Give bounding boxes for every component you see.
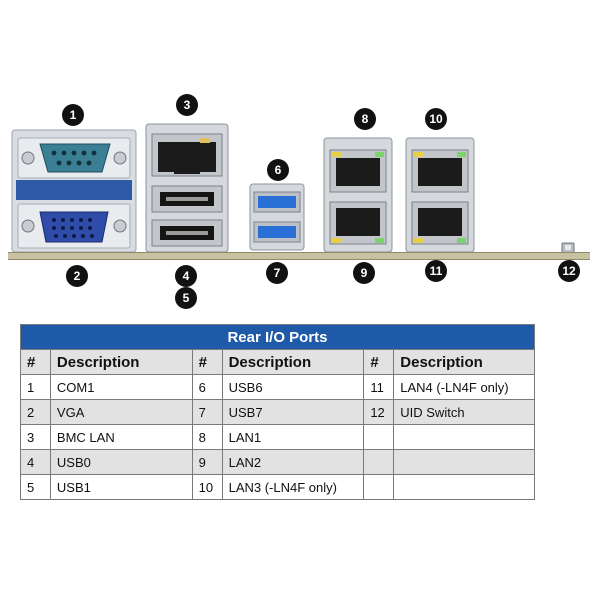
table-cell: 2: [20, 399, 51, 425]
column-header: Description: [393, 349, 535, 375]
callout-12: 12: [558, 260, 580, 282]
lan1-lan2-stack: [323, 137, 393, 253]
lan3-lan4-stack: [405, 137, 475, 253]
table-cell: [393, 474, 535, 500]
column-header: #: [191, 349, 223, 375]
table-cell: LAN1: [221, 424, 365, 450]
table-cell: VGA: [49, 399, 193, 425]
callout-11: 11: [425, 260, 447, 282]
callout-9: 9: [353, 262, 375, 284]
rear-io-table: Rear I/O Ports # Description # Descripti…: [20, 324, 535, 500]
callout-8: 8: [354, 108, 376, 130]
bmc-usb-stack: [145, 123, 229, 253]
rj45-port-icon: [151, 133, 223, 177]
table-cell: 5: [20, 474, 51, 500]
vga-port-icon: [17, 203, 131, 249]
table-row: 3 BMC LAN 8 LAN1: [20, 424, 535, 450]
callout-4: 4: [175, 265, 197, 287]
motherboard-edge: [8, 252, 590, 260]
callout-3: 3: [176, 94, 198, 116]
table-cell: USB7: [221, 399, 365, 425]
usb3-stack: [249, 183, 305, 251]
table-cell: 11: [363, 374, 395, 400]
table-cell: 8: [191, 424, 223, 450]
table-cell: LAN3 (-LN4F only): [221, 474, 365, 500]
callout-1: 1: [62, 104, 84, 126]
table-cell: 9: [191, 449, 223, 475]
table-cell: 4: [20, 449, 51, 475]
table-row: 4 USB0 9 LAN2: [20, 449, 535, 475]
table-cell: LAN2: [221, 449, 365, 475]
table-title: Rear I/O Ports: [20, 324, 535, 350]
table-cell: UID Switch: [393, 399, 535, 425]
table-cell: 3: [20, 424, 51, 450]
table-row: 1 COM1 6 USB6 11 LAN4 (-LN4F only): [20, 374, 535, 400]
column-header: #: [20, 349, 51, 375]
usb2-port-icon: [151, 185, 223, 247]
callout-6: 6: [267, 159, 289, 181]
callout-7: 7: [266, 262, 288, 284]
table-cell: 12: [363, 399, 395, 425]
com-port-icon: [17, 137, 131, 179]
table-row: 2 VGA 7 USB7 12 UID Switch: [20, 399, 535, 425]
table-cell: USB0: [49, 449, 193, 475]
callout-5: 5: [175, 287, 197, 309]
table-cell: 1: [20, 374, 51, 400]
table-cell: [363, 474, 395, 500]
table-cell: 10: [191, 474, 223, 500]
table-cell: [393, 424, 535, 450]
column-header: Description: [49, 349, 193, 375]
table-cell: [393, 449, 535, 475]
column-header: #: [363, 349, 395, 375]
com-vga-bracket: [11, 129, 137, 253]
usb3-port-icon: [253, 191, 301, 243]
table-cell: 6: [191, 374, 223, 400]
callout-2: 2: [66, 265, 88, 287]
callout-10: 10: [425, 108, 447, 130]
table-cell: 7: [191, 399, 223, 425]
table-cell: COM1: [49, 374, 193, 400]
table-cell: [363, 449, 395, 475]
table-cell: USB6: [221, 374, 365, 400]
table-cell: USB1: [49, 474, 193, 500]
table-cell: BMC LAN: [49, 424, 193, 450]
column-header: Description: [221, 349, 365, 375]
table-header-row: # Description # Description # Descriptio…: [20, 349, 535, 375]
table-row: 5 USB1 10 LAN3 (-LN4F only): [20, 474, 535, 500]
table-cell: [363, 424, 395, 450]
table-cell: LAN4 (-LN4F only): [393, 374, 535, 400]
